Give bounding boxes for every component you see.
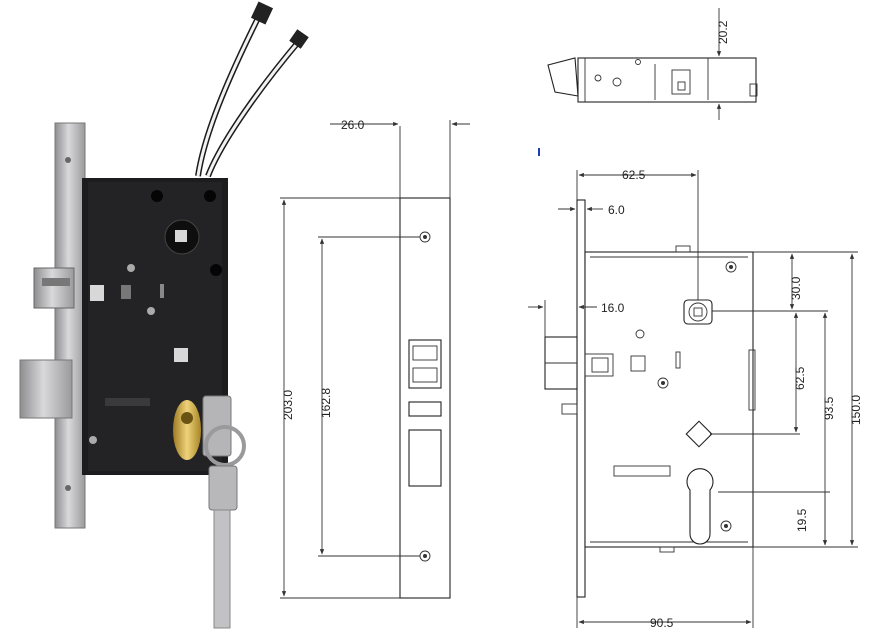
width-dimension-label: 26.0 (341, 118, 365, 132)
dim-150-label: 150.0 (849, 395, 863, 425)
wire-harness (195, 1, 309, 178)
latch-projection-label: 16.0 (601, 301, 625, 315)
latch-opening (408, 339, 442, 389)
screw-spacing-label: 162.8 (319, 388, 333, 418)
side-cylinder-cutout (686, 468, 714, 545)
dim-30-label: 30.0 (789, 276, 803, 300)
side-body-outline (584, 251, 754, 548)
dim-19-5-label: 19.5 (795, 508, 809, 532)
height-dimension-label: 203.0 (281, 390, 295, 420)
side-spindle-hub (683, 299, 713, 325)
key (202, 395, 246, 629)
side-view: 62.5 6.0 16.0 90.5 30.0 62.5 93.5 19.5 (528, 148, 863, 630)
bolt-opening (408, 401, 442, 417)
latch-bolt (33, 267, 75, 309)
front-faceplate-outline (399, 197, 451, 599)
top-view: 20.2 (547, 8, 758, 120)
top-depth-label: 20.2 (716, 20, 730, 44)
faceplate (54, 122, 86, 529)
deadbolt (19, 359, 73, 419)
side-faceplate (576, 199, 586, 598)
faceplate-thickness-label: 6.0 (608, 203, 625, 217)
dim-62-5-label: 62.5 (793, 366, 807, 390)
lock-photo (19, 1, 309, 629)
key-cylinder (173, 400, 201, 460)
front-view: 26.0 203.0 162.8 (280, 118, 470, 599)
body-width-label: 90.5 (650, 616, 674, 630)
deadbolt-opening (408, 429, 442, 487)
backset-label: 62.5 (622, 168, 646, 182)
dim-93-5-label: 93.5 (822, 396, 836, 420)
